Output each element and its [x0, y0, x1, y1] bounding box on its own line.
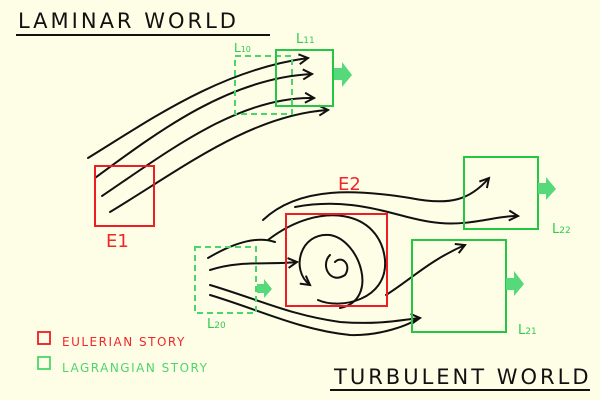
legend-swatch-eulerian	[37, 331, 51, 345]
lagrangian-box-l11	[275, 49, 334, 107]
lagrangian-box-l10	[234, 55, 293, 115]
eulerian-box-e2	[285, 213, 388, 307]
motion-arrow-icon	[506, 271, 524, 296]
label-l20: L20	[207, 317, 226, 332]
turbulent-world-title: TURBULENT WORLD	[333, 365, 592, 389]
label-l22: L22	[552, 222, 571, 237]
laminar-streamlines	[87, 58, 328, 213]
motion-arrow-icon	[334, 62, 352, 87]
laminar-world-title: LAMINAR WORLD	[18, 9, 239, 33]
motion-arrow-icon	[257, 279, 272, 298]
label-l21: L21	[518, 323, 537, 338]
lagrangian-box-l20	[194, 246, 257, 314]
label-e2: E2	[338, 174, 361, 195]
turbulent-streamlines	[207, 178, 518, 337]
legend-label-eulerian: EULERIAN STORY	[62, 335, 186, 349]
legend-swatch-lagrangian	[37, 356, 51, 370]
eulerian-box-e1	[94, 165, 155, 227]
lagrangian-box-l21	[411, 239, 507, 333]
label-l11: L11	[296, 32, 315, 47]
label-e1: E1	[106, 231, 129, 252]
legend-label-lagrangian: LAGRANGIAN STORY	[62, 361, 208, 375]
motion-arrow-icon	[538, 177, 556, 200]
legend: EULERIAN STORY LAGRANGIAN STORY	[37, 331, 208, 375]
label-l10: L10	[234, 41, 251, 55]
